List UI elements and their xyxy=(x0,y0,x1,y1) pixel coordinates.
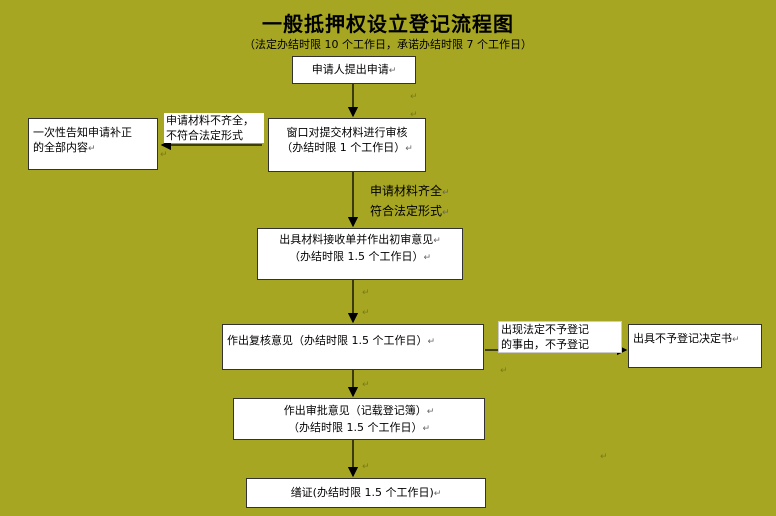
node-certificate: 缮证(办结时限 1.5 个工作日)↵ xyxy=(246,478,486,508)
node-receipt: 出具材料接收单并作出初审意见↵ （办结时限 1.5 个工作日）↵ xyxy=(257,228,463,280)
stray-mark: ↵ xyxy=(362,380,370,390)
node-apply: 申请人提出申请↵ xyxy=(292,56,416,84)
page-subtitle: （法定办结时限 10 个工作日，承诺办结时限 7 个工作日） xyxy=(244,38,532,51)
stray-mark: ↵ xyxy=(362,462,370,472)
node-notify: 一次性告知申请补正 的全部内容↵ xyxy=(28,118,158,170)
node-recheck: 作出复核意见（办结时限 1.5 个工作日）↵ xyxy=(222,324,484,370)
edge-label-no-register: 出现法定不予登记 的事由，不予登记 xyxy=(498,321,622,353)
stray-mark: ↵ xyxy=(410,110,418,120)
edge-label-complete: 申请材料齐全↵ 符合法定形式↵ xyxy=(370,184,450,218)
node-notify-line2: 的全部内容 xyxy=(33,141,88,154)
edge-label-incomplete-line2: 不符合法定形式 xyxy=(166,129,243,142)
stray-mark: ↵ xyxy=(410,92,418,102)
node-refuse: 出具不予登记决定书↵ xyxy=(628,324,762,368)
node-apply-label: 申请人提出申请 xyxy=(311,63,389,76)
node-certificate-label: 缮证(办结时限 1.5 个工作日) xyxy=(290,486,434,499)
node-receipt-line1: 出具材料接收单并作出初审意见 xyxy=(279,233,434,246)
node-refuse-label: 出具不予登记决定书 xyxy=(633,332,732,345)
edge-label-incomplete: 申请材料不齐全， 不符合法定形式 xyxy=(164,113,264,143)
edge-label-complete-line2: 符合法定形式 xyxy=(370,204,443,218)
edge-label-complete-line1: 申请材料齐全 xyxy=(370,184,443,198)
node-review-line1: 窗口对提交材料进行审核 xyxy=(286,126,408,139)
node-receipt-line2: （办结时限 1.5 个工作日） xyxy=(288,250,424,263)
edge-label-no-register-line2: 的事由，不予登记 xyxy=(501,338,589,351)
node-notify-line1: 一次性告知申请补正 xyxy=(33,126,132,139)
page-title: 一般抵押权设立登记流程图 xyxy=(262,12,514,36)
node-approve: 作出审批意见（记载登记簿）↵ （办结时限 1.5 个工作日）↵ xyxy=(233,398,485,440)
edge-label-no-register-line1: 出现法定不予登记 xyxy=(501,323,589,336)
node-review-line2: （办结时限 1 个工作日） xyxy=(281,141,406,154)
stray-mark: ↵ xyxy=(600,452,608,462)
node-approve-line2: （办结时限 1.5 个工作日） xyxy=(287,421,423,434)
stray-mark: ↵ xyxy=(362,288,370,298)
node-recheck-label: 作出复核意见（办结时限 1.5 个工作日） xyxy=(227,334,428,347)
node-approve-line1: 作出审批意见（记载登记簿） xyxy=(283,404,427,417)
stray-mark: ↵ xyxy=(500,366,508,376)
node-review: 窗口对提交材料进行审核 （办结时限 1 个工作日）↵ xyxy=(268,118,426,172)
stray-mark: ↵ xyxy=(362,308,370,318)
edge-label-incomplete-line1: 申请材料不齐全， xyxy=(166,114,254,127)
stray-mark: ↵ xyxy=(160,150,168,160)
